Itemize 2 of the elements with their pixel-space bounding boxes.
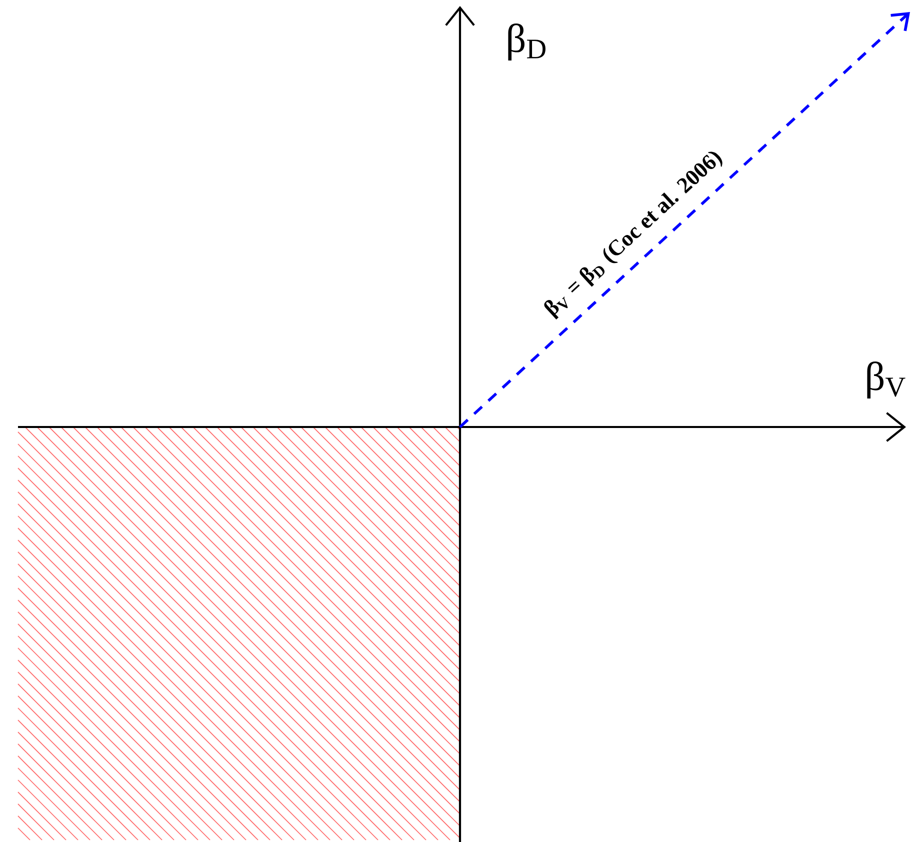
axis-label: β$_{D}$ (508, 23, 546, 61)
axis-label: β$_{V}$ (867, 361, 906, 399)
